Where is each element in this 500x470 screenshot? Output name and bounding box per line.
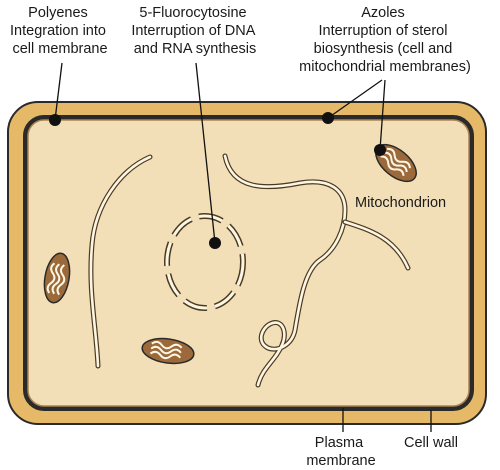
mitochondrion-left <box>43 252 71 304</box>
marker-azoles-membrane <box>322 112 334 124</box>
label-plasma-membrane: Plasma membrane <box>306 435 375 469</box>
label-azoles: Azoles Interruption of sterol biosynthes… <box>299 5 471 75</box>
action-markers <box>49 112 386 249</box>
marker-polyenes <box>49 114 61 126</box>
label-polyenes: Polyenes Integration into cell membrane <box>10 5 110 57</box>
leader-polyenes <box>54 62 63 121</box>
leader-azoles-membrane <box>327 79 383 119</box>
leader-azoles-mito <box>379 79 386 151</box>
cytoplasm <box>27 119 470 407</box>
cytoplasmic-strands <box>88 153 411 388</box>
marker-fluorocytosine <box>209 237 221 249</box>
leader-fluorocytosine <box>195 62 216 244</box>
marker-azoles-mito <box>374 144 386 156</box>
plasma-membrane <box>23 115 474 411</box>
mitochondrion-upper-right <box>375 143 417 183</box>
label-cell-wall: Cell wall <box>404 435 458 451</box>
leader-lines <box>54 62 432 432</box>
label-fluorocytosine: 5-Fluorocytosine Interruption of DNA and… <box>131 5 258 57</box>
label-mitochondrion: Mitochondrion <box>355 195 446 211</box>
mitochondrion-bottom <box>141 337 195 365</box>
